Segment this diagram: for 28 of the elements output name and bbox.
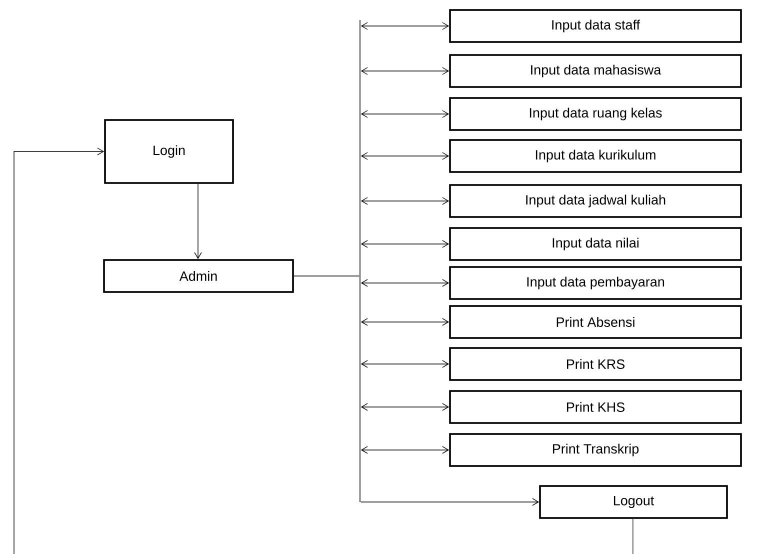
arrow bbox=[14, 148, 104, 554]
process-box: Input data pembayaran bbox=[449, 266, 742, 300]
arrow bbox=[360, 498, 540, 506]
arrow bbox=[360, 360, 450, 368]
process-box: Input data ruang kelas bbox=[449, 97, 742, 131]
process-box: Print KHS bbox=[449, 390, 742, 424]
process-box: Print Absensi bbox=[449, 305, 742, 339]
arrow bbox=[360, 197, 450, 205]
arrow bbox=[360, 279, 450, 287]
arrow bbox=[360, 67, 450, 75]
arrow bbox=[360, 446, 450, 454]
process-box: Print Transkrip bbox=[449, 433, 742, 467]
process-box: Input data jadwal kuliah bbox=[449, 184, 742, 218]
process-box: Input data staff bbox=[449, 9, 742, 43]
process-box: Input data mahasiswa bbox=[449, 54, 742, 88]
arrow bbox=[360, 22, 450, 30]
arrow bbox=[360, 318, 450, 326]
arrow bbox=[360, 152, 450, 160]
process-box: Input data kurikulum bbox=[449, 139, 742, 173]
process-box: Input data nilai bbox=[449, 227, 742, 261]
process-box: Login bbox=[104, 119, 234, 184]
arrow bbox=[360, 240, 450, 248]
arrow bbox=[360, 110, 450, 118]
process-box: Logout bbox=[539, 485, 728, 519]
process-box: Print KRS bbox=[449, 347, 742, 381]
arrow bbox=[194, 184, 202, 260]
process-box: Admin bbox=[103, 259, 294, 293]
arrow bbox=[360, 403, 450, 411]
